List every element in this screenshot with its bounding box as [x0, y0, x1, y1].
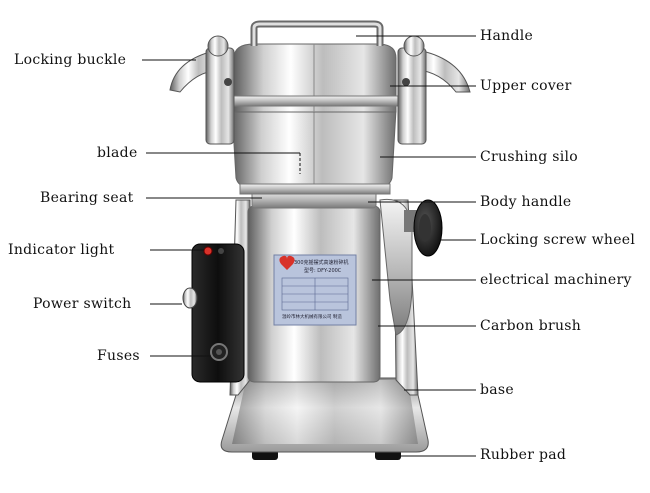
label-fuses: Fuses	[97, 348, 140, 364]
base-shape	[220, 377, 429, 453]
label-base: base	[480, 382, 514, 398]
nameplate-maker: 温岭市林大机械有限公司 制造	[282, 313, 342, 320]
power-switch-knob	[182, 287, 198, 309]
label-carbon-brush: Carbon brush	[480, 318, 582, 334]
label-electrical-machinery: electrical machinery	[480, 272, 632, 288]
nameplate-model: 型号: DFY-200C	[304, 267, 342, 274]
upper-cover-shape	[229, 43, 401, 113]
crushing-silo-shape	[231, 109, 397, 195]
label-bearing-seat: Bearing seat	[40, 190, 134, 206]
handle-shape	[250, 20, 384, 46]
label-indicator-light: Indicator light	[8, 242, 115, 258]
label-locking-screw-wheel: Locking screw wheel	[480, 232, 636, 248]
locking-buckles	[169, 35, 471, 145]
leader-lines	[142, 35, 476, 457]
locking-screw-wheel-shape	[404, 199, 443, 257]
control-box	[182, 243, 245, 383]
indicator-light-dot	[203, 246, 213, 256]
nameplate-title: 300克摇摆式高速粉碎机	[294, 259, 349, 266]
label-upper-cover: Upper cover	[480, 78, 572, 94]
label-crushing-silo: Crushing silo	[480, 149, 578, 165]
label-blade: blade	[97, 145, 138, 161]
motor-body: 300克摇摆式高速粉碎机 型号: DFY-200C 温岭市林大机械有限公司 制造	[247, 189, 381, 383]
label-handle: Handle	[480, 28, 534, 44]
label-power-switch: Power switch	[33, 296, 132, 312]
label-locking-buckle: Locking buckle	[14, 52, 127, 68]
label-rubber-pad: Rubber pad	[480, 447, 567, 463]
label-body-handle: Body handle	[480, 194, 572, 210]
